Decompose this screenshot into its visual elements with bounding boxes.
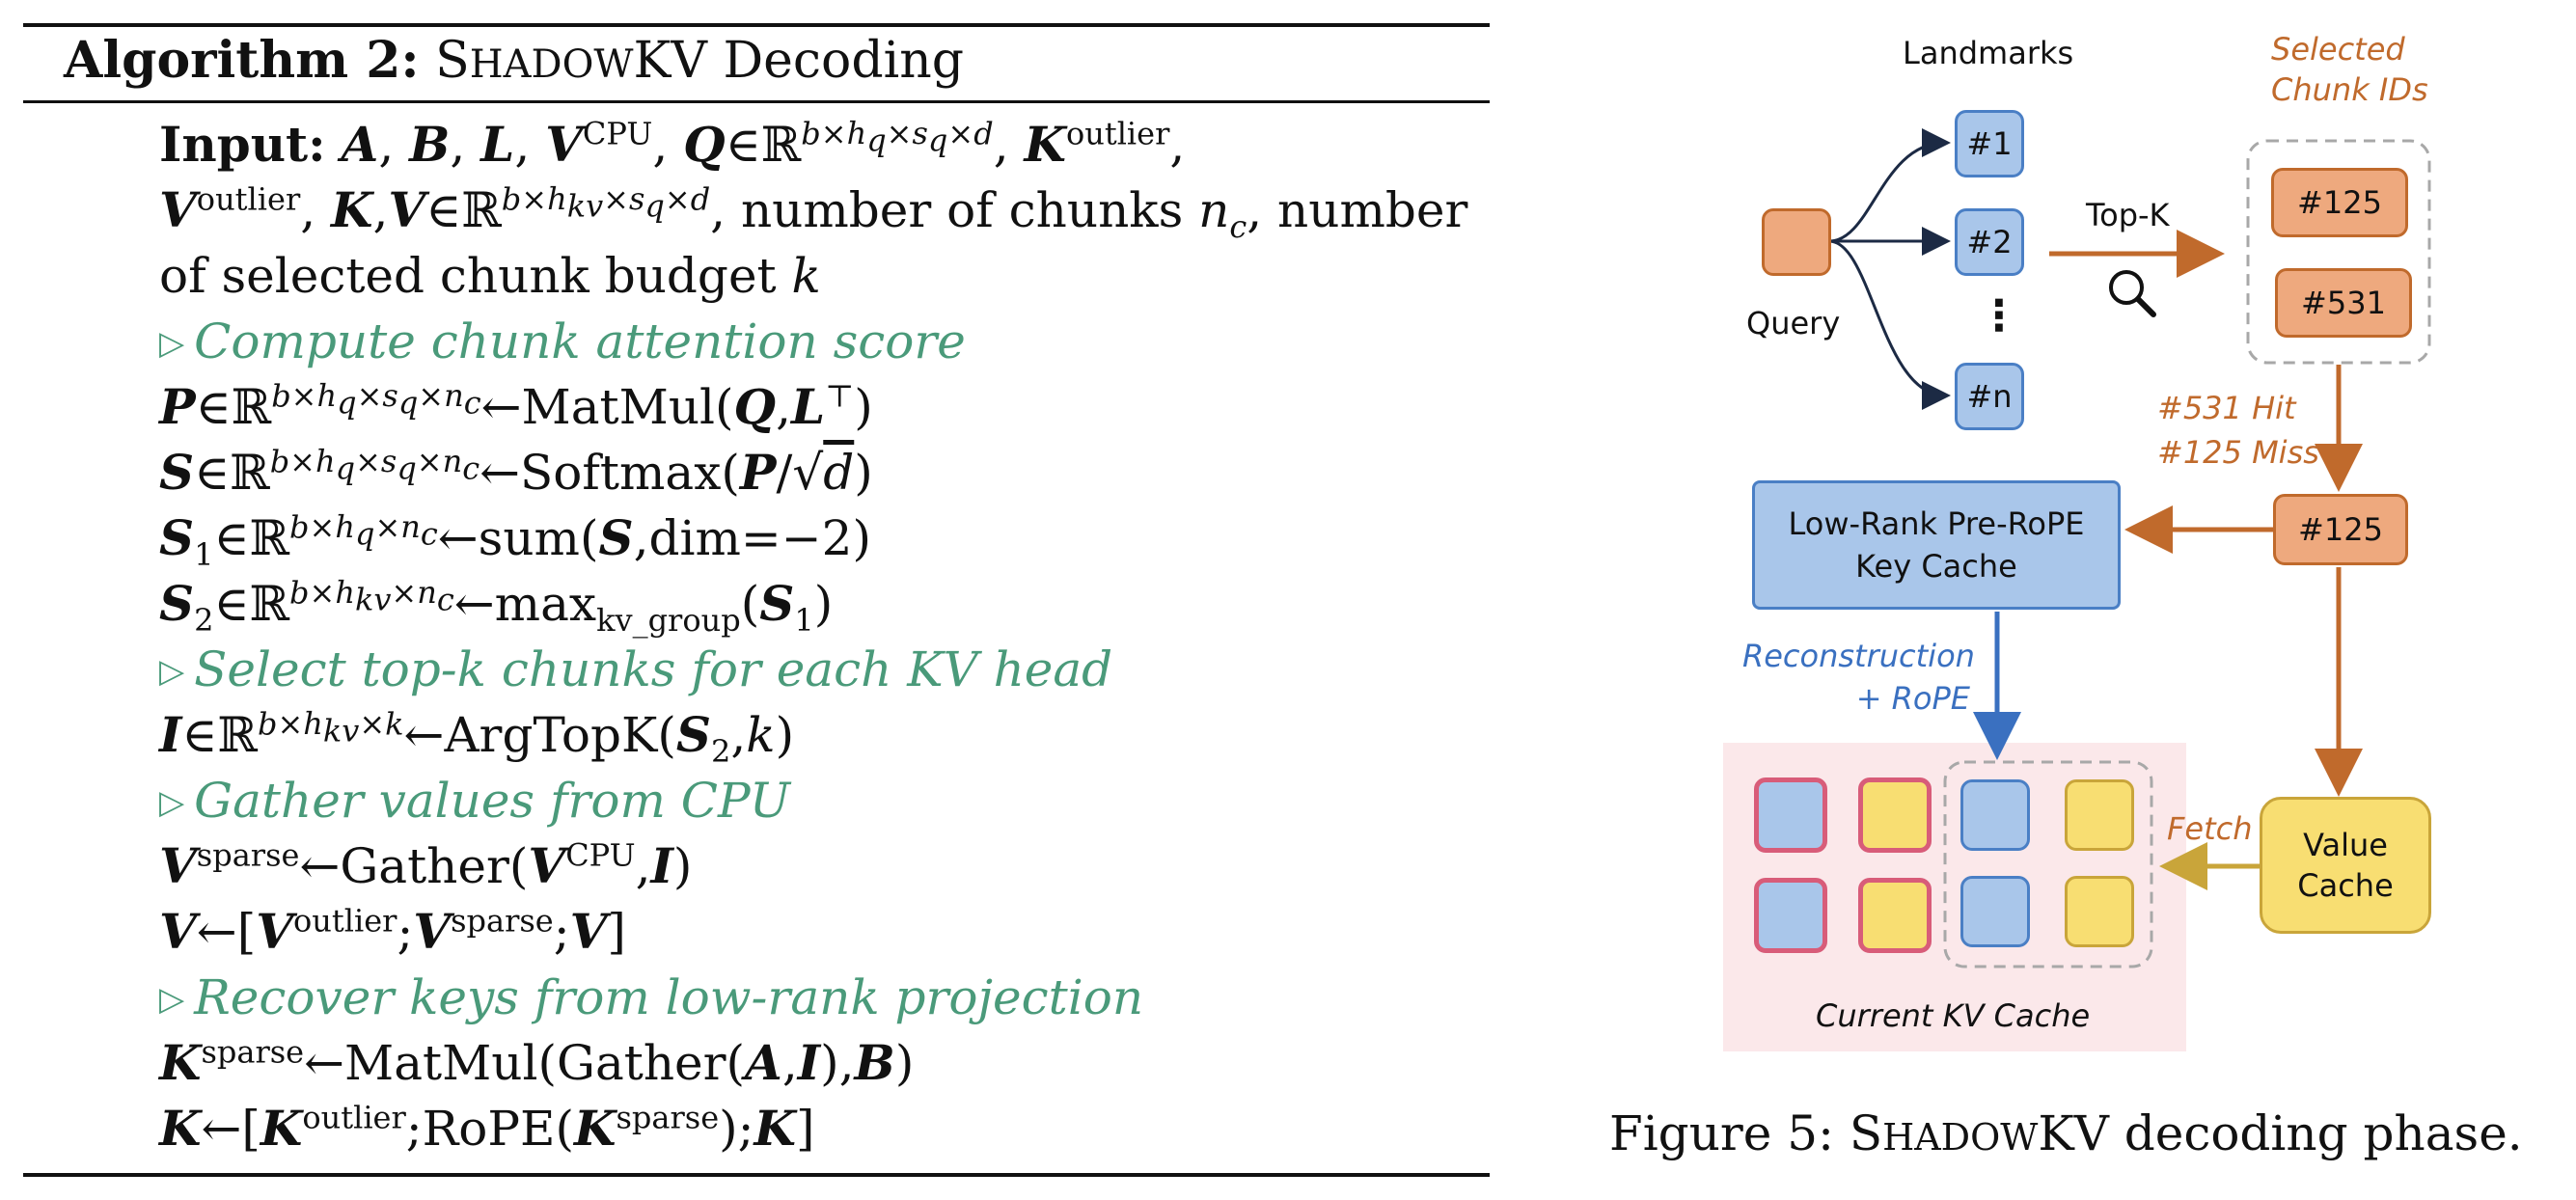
cache-block-key-3 bbox=[1960, 779, 2030, 851]
top-k-label: Top-K bbox=[2086, 197, 2170, 233]
landmark-n: #n bbox=[1955, 363, 2024, 430]
algorithm-step-k: K←[Koutlier;RoPE(Ksparse);K] bbox=[159, 1099, 815, 1157]
selected-chunk-125: #125 bbox=[2271, 168, 2408, 237]
query-label: Query bbox=[1746, 305, 1841, 341]
algorithm-comment-1: ▷Compute chunk attention score bbox=[159, 314, 966, 369]
algorithm-step-s1: S1∈ℝb×hq×nc←sum(S,dim=−2) bbox=[159, 508, 871, 573]
algorithm-step-v: V←[Voutlier;Vsparse;V] bbox=[159, 902, 626, 960]
algorithm-step-v-sparse: Vsparse←Gather(VCPU,I) bbox=[159, 836, 693, 894]
algorithm-step-k-sparse: Ksparse←MatMul(Gather(A,I),B) bbox=[159, 1033, 915, 1091]
algorithm-input-line-1: Input: A, B, L, VCPU, Q∈ℝb×hq×sq×d, Kout… bbox=[159, 115, 1186, 173]
algorithm-comment-3: ▷Gather values from CPU bbox=[159, 773, 790, 829]
algorithm-title-rule bbox=[23, 100, 1490, 103]
fetch-label: Fetch bbox=[2167, 810, 2253, 847]
magnifier-icon bbox=[2109, 270, 2156, 317]
selected-chunk-531: #531 bbox=[2275, 268, 2412, 338]
algorithm-input-line-3: of selected chunk budget k bbox=[159, 248, 821, 304]
cache-block-key-2 bbox=[1754, 878, 1827, 953]
landmarks-ellipsis: ⋮ bbox=[1978, 291, 2020, 341]
algorithm-step-i: I∈ℝb×hkv×k←ArgTopK(S2,k) bbox=[159, 705, 795, 770]
cache-block-key-1 bbox=[1754, 777, 1827, 853]
landmark-2: #2 bbox=[1955, 208, 2024, 276]
cache-block-value-1 bbox=[1858, 777, 1932, 853]
miss-chunk-125: #125 bbox=[2273, 494, 2408, 565]
algorithm-title: Algorithm 2: SHADOWKV Decoding bbox=[64, 31, 965, 90]
algorithm-input-line-2: Voutlier, K,V∈ℝb×hkv×sq×d, number of chu… bbox=[159, 180, 1468, 245]
landmark-1: #1 bbox=[1955, 110, 2024, 177]
cache-block-value-3 bbox=[2065, 779, 2134, 851]
miss-label: #125 Miss bbox=[2157, 434, 2319, 471]
algorithm-comment-4: ▷Recover keys from low-rank projection bbox=[159, 969, 1144, 1025]
figure-caption: Figure 5: SHADOWKV decoding phase. bbox=[1609, 1105, 2523, 1161]
landmarks-label: Landmarks bbox=[1903, 35, 2074, 71]
cache-block-key-4 bbox=[1960, 876, 2030, 947]
cache-block-value-4 bbox=[2065, 876, 2134, 947]
algorithm-bottom-rule bbox=[23, 1173, 1490, 1177]
query-box bbox=[1762, 208, 1831, 276]
reconstruction-label: Reconstruction+ RoPE bbox=[1742, 638, 1975, 717]
algorithm-step-s2: S2∈ℝb×hkv×nc←maxkv_group(S1) bbox=[159, 574, 834, 639]
hit-label: #531 Hit bbox=[2157, 390, 2296, 426]
algorithm-step-s: S∈ℝb×hq×sq×nc←Softmax(P/√d) bbox=[159, 443, 873, 501]
algorithm-top-rule bbox=[23, 23, 1490, 27]
algorithm-comment-2: ▷Select top-k chunks for each KV head bbox=[159, 641, 1113, 697]
algorithm-step-p: P∈ℝb×hq×sq×nc←MatMul(Q,L⊤) bbox=[159, 377, 873, 435]
cache-block-value-2 bbox=[1858, 878, 1932, 953]
current-kv-cache-label: Current KV Cache bbox=[1816, 997, 2091, 1034]
